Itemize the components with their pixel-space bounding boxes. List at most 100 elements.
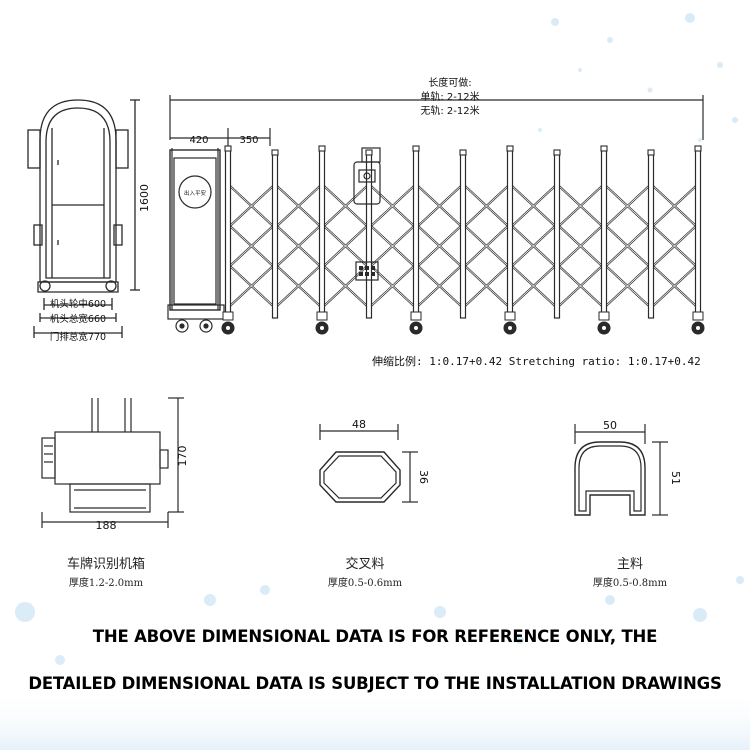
cross-bar-highlight (511, 185, 556, 227)
wheel-bracket (222, 311, 234, 321)
cross-bar-highlight (229, 185, 274, 227)
cross-bar-highlight (229, 225, 274, 267)
cross-bar-highlight (464, 265, 509, 307)
disclaimer-line-2: DETAILED DIMENSIONAL DATA IS SUBJECT TO … (28, 674, 722, 693)
cross-bar-highlight (370, 225, 415, 267)
cross-bar-highlight (558, 265, 603, 307)
cross-bar-highlight (464, 225, 509, 267)
gate-post (459, 153, 467, 319)
cross-bar-highlight (276, 265, 321, 307)
front-view (167, 95, 704, 333)
gate-width-label: 门排总宽770 (50, 331, 106, 343)
caption-main-profile: 主料 厚度0.5-0.8mm (570, 553, 690, 589)
post-cap (553, 149, 561, 156)
cross-bar-highlight (652, 185, 697, 227)
background-bubbles (15, 13, 744, 665)
camera-box (353, 147, 381, 281)
wheel-bracket (316, 311, 328, 321)
cross-bar-highlight (652, 225, 697, 267)
wheel-center-label: 机头轮中600 (50, 298, 106, 310)
length-title: 长度可做: (428, 76, 471, 89)
caption-main-profile-thickness: 厚度0.5-0.8mm (592, 578, 668, 589)
detail-cross-member (319, 424, 418, 503)
wheel-bracket (692, 311, 704, 321)
detail-3-height: 51 (669, 471, 682, 485)
wheel-hub (320, 326, 324, 330)
wheel-hub (414, 326, 418, 330)
cross-bar-highlight (417, 185, 462, 227)
caption-camera-box-name: 车牌识别机箱 (66, 557, 145, 572)
cross-bar-highlight (605, 265, 650, 307)
gate-post (647, 153, 655, 319)
gate-lattice (221, 145, 705, 335)
wheel-hub (226, 326, 230, 330)
cross-bar-highlight (370, 185, 415, 227)
cross-bar-highlight (652, 265, 697, 307)
post-cap (694, 145, 702, 152)
cross-bar-highlight (464, 185, 509, 227)
wheel-bracket (410, 311, 422, 321)
post-cap (600, 145, 608, 152)
caption-cross-member-name: 交叉料 (345, 557, 385, 572)
cross-bar-highlight (558, 185, 603, 227)
cross-bar-highlight (323, 185, 368, 227)
caption-camera-box-thickness: 厚度1.2-2.0mm (68, 578, 144, 589)
gate-post (553, 153, 561, 319)
cross-bar-highlight (276, 185, 321, 227)
disclaimer-line-1: THE ABOVE DIMENSIONAL DATA IS FOR REFERE… (92, 627, 658, 646)
gate-post (694, 149, 702, 319)
head-width-label: 机头总宽660 (50, 313, 106, 325)
post-cap (506, 145, 514, 152)
post-cap (647, 149, 655, 156)
wheel-bracket (504, 311, 516, 321)
caption-cross-member-thickness: 厚度0.5-0.6mm (327, 578, 403, 589)
post-cap (365, 149, 373, 156)
gate-post (600, 149, 608, 319)
post-cap (459, 149, 467, 156)
detail-camera-box (41, 397, 184, 528)
gate-post (412, 149, 420, 319)
cross-bar-highlight (605, 225, 650, 267)
post-cap (412, 145, 420, 152)
detail-2-height: 36 (417, 470, 430, 484)
cross-bar-highlight (417, 265, 462, 307)
single-rail-label: 单轨: 2-12米 (420, 90, 479, 103)
dim-420: 420 (189, 135, 208, 146)
caption-camera-box: 车牌识别机箱 厚度1.2-2.0mm (40, 553, 172, 589)
wheel-bracket (598, 311, 610, 321)
post-cap (224, 145, 232, 152)
cross-bar-highlight (229, 265, 274, 307)
no-rail-label: 无轨: 2-12米 (420, 104, 479, 117)
bottom-fade (0, 690, 750, 750)
wheel-hub (696, 326, 700, 330)
cross-bar-highlight (417, 225, 462, 267)
side-view (27, 99, 140, 338)
dim-350: 350 (239, 135, 258, 146)
cross-bar-highlight (558, 225, 603, 267)
booth-sign: 出入平安 (184, 189, 207, 197)
wheel-hub (508, 326, 512, 330)
cross-bar-highlight (276, 225, 321, 267)
stretch-ratio: 伸缩比例: 1:0.17+0.42 Stretching ratio: 1:0.… (372, 355, 701, 368)
post-cap (318, 145, 326, 152)
gate-post (506, 149, 514, 319)
caption-main-profile-name: 主料 (616, 557, 643, 572)
gate-post (271, 153, 279, 319)
gate-post (224, 149, 232, 319)
detail-1-height: 170 (176, 446, 189, 467)
detail-1-width: 188 (96, 519, 117, 532)
cross-bar-highlight (323, 225, 368, 267)
post-cap (271, 149, 279, 156)
cross-bar-highlight (605, 185, 650, 227)
caption-cross-member: 交叉料 厚度0.5-0.6mm (310, 553, 420, 589)
detail-3-width: 50 (603, 419, 617, 432)
wheel-hub (602, 326, 606, 330)
detail-main-profile (574, 424, 668, 516)
cross-bar-highlight (370, 265, 415, 307)
detail-2-width: 48 (352, 418, 366, 431)
gate-post (318, 149, 326, 319)
cross-bar-highlight (511, 265, 556, 307)
cross-bar-highlight (511, 225, 556, 267)
side-height-label: 1600 (138, 184, 151, 212)
